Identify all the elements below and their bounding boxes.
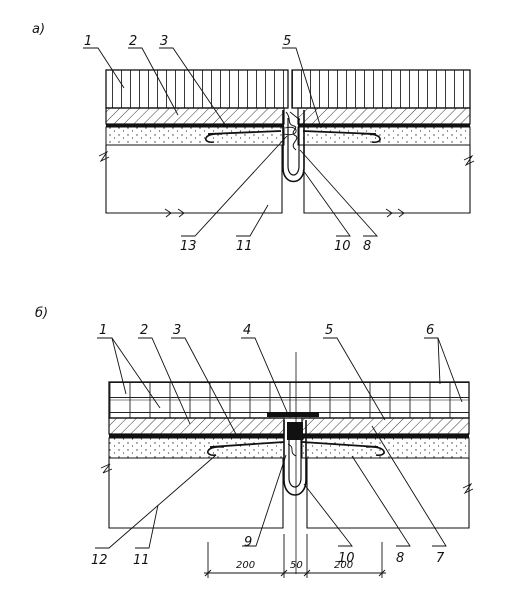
figure-b-sheet-hook-left [207, 446, 225, 456]
figure-a-callout-8: 8 [363, 239, 371, 254]
figure-b-callout-2: 2 [140, 323, 148, 338]
figure-b-membrane [109, 434, 469, 438]
figure-b-sealing-strip [267, 412, 319, 417]
figure-a: а) [32, 22, 475, 254]
figure-b-callout-4: 4 [243, 323, 251, 338]
figure-b-callout-7: 7 [436, 551, 445, 566]
figure-a-callout-10: 10 [334, 239, 351, 254]
figure-a-base-slabs [98, 145, 475, 218]
figure-a-callout-2: 2 [129, 34, 137, 49]
figure-a-callout-5: 5 [283, 34, 291, 49]
figure-b-callout-10: 10 [338, 551, 355, 566]
figure-b-dimension-labels: 200 50 200 [236, 560, 353, 571]
figure-a-callout-11: 11 [236, 239, 253, 254]
figure-b-callout-5: 5 [325, 323, 333, 338]
figure-b-layer-screed [108, 417, 470, 435]
figure-a-layer-levelling [105, 126, 471, 146]
figure-b-callout-8: 8 [396, 551, 404, 566]
figure-b: б) [35, 306, 474, 578]
figure-a-sheet-hook-left [205, 133, 223, 143]
dimension-label-left: 200 [236, 560, 255, 571]
figure-a-sheet-hook-right [361, 133, 381, 143]
figure-b-callout-9: 9 [244, 535, 252, 550]
figure-a-layer-insulation [105, 69, 471, 109]
figure-a-membrane [106, 124, 470, 127]
figure-b-callouts: 1 2 3 4 5 6 12 11 9 10 8 7 [91, 323, 445, 568]
figure-b-callout-11: 11 [133, 553, 150, 568]
figure-b-leaders [95, 337, 463, 549]
figure-b-label: б) [35, 306, 48, 321]
figure-b-callout-3: 3 [173, 323, 181, 338]
figure-a-layer-screed [105, 107, 471, 125]
figure-b-joint-compensator [283, 420, 307, 496]
figure-b-dimension-chain [204, 534, 386, 578]
figure-a-label: а) [32, 22, 45, 37]
figure-a-callouts: 1 2 3 5 13 11 10 8 [84, 34, 371, 254]
figure-b-callout-1: 1 [99, 323, 107, 338]
figure-a-callout-13: 13 [180, 239, 197, 254]
figure-a-callout-3: 3 [160, 34, 168, 49]
figure-b-callout-12: 12 [91, 553, 108, 568]
figure-b-base-slabs [100, 458, 474, 529]
figure-b-sheet-hook-right [365, 446, 385, 456]
dimension-label-right: 200 [334, 560, 353, 571]
figure-b-callout-6: 6 [426, 323, 434, 338]
dimension-label-joint: 50 [290, 560, 303, 571]
figure-a-leaders [83, 47, 379, 237]
figure-a-callout-1: 1 [84, 34, 92, 49]
